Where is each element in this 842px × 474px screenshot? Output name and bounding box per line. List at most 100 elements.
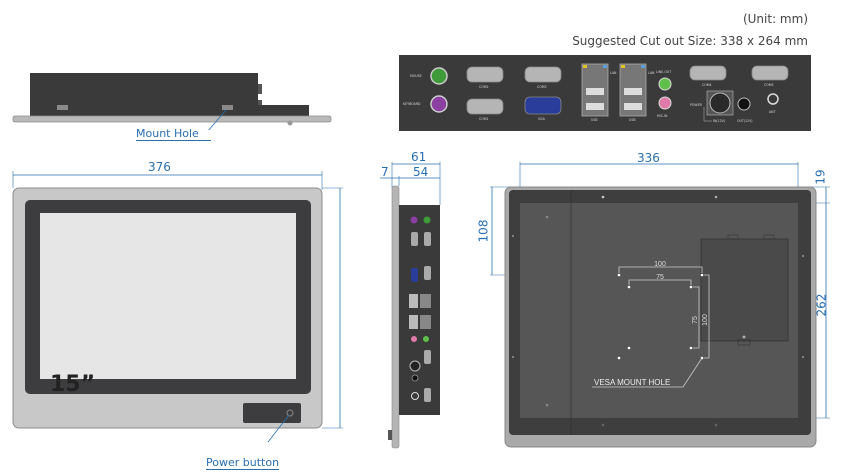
side-usb-port (409, 294, 418, 308)
com5-label: COM5 (764, 83, 774, 87)
mic-in-port (658, 96, 672, 110)
usb2-port-b (624, 103, 642, 110)
side-knob (388, 430, 392, 440)
usb1-port-a (586, 88, 604, 95)
rear-screw (545, 215, 549, 219)
rear-screw (511, 355, 515, 359)
rear-io-box-tab (763, 234, 775, 240)
mount-hole-callout: Mount Hole (136, 127, 211, 141)
side-com-port (424, 232, 431, 246)
com1-port (466, 98, 504, 115)
side-vga-port (411, 268, 418, 282)
unit-note: (Unit: mm) (742, 12, 808, 26)
mount-hole (57, 105, 68, 110)
power-in-label: IN(12V) (713, 119, 725, 123)
vesa-outer-h-label: 100 (654, 261, 666, 268)
cutout-size-note: Suggested Cut out Size: 338 x 264 mm (572, 34, 808, 48)
power-button-callout: Power button (206, 456, 280, 470)
line-out-port (658, 77, 672, 91)
vesa-hole (689, 285, 693, 289)
lan1-label: LAN (610, 71, 617, 75)
mount-hole (222, 105, 233, 110)
side-bezel-dim-label: 7 (381, 165, 389, 179)
top-view (12, 70, 332, 130)
side-body-dim-label: 54 (413, 165, 429, 179)
mic-in-label: MIC-IN (657, 114, 668, 118)
antenna-icon (767, 93, 779, 105)
rear-screw (511, 234, 515, 238)
vesa-inner-h-dim (628, 279, 692, 285)
keyboard-port (430, 95, 448, 113)
mouse-port-label: MOUSE (410, 74, 422, 78)
vga-port (524, 96, 562, 115)
top-view-drawing (12, 73, 332, 130)
top-view-bezel (12, 115, 332, 123)
vesa-callout-leader (592, 357, 703, 388)
com5-port (751, 65, 789, 81)
side-depth-total-label: 61 (411, 150, 427, 164)
com3-label: COM3 (537, 85, 547, 89)
rear-io-box-tab (737, 339, 751, 346)
side-lan-port (420, 294, 431, 308)
usb2-label: USB (629, 118, 636, 122)
power-label-leader (703, 107, 712, 122)
rear-width-dim-label: 336 (637, 151, 660, 165)
side-usb-port (409, 315, 418, 329)
com1-label: COM1 (479, 117, 489, 121)
display-area (40, 213, 296, 379)
vesa-hole (617, 356, 621, 360)
rear-screw (801, 254, 805, 258)
rear-screw (801, 355, 805, 359)
side-com-port (424, 350, 431, 364)
com4-label: COM4 (702, 83, 712, 87)
power-button-panel (243, 403, 301, 423)
top-view-power-box (257, 105, 309, 116)
rear-screw (601, 423, 605, 427)
vesa-hole (627, 285, 631, 289)
screen-size-label: 15” (50, 372, 96, 397)
rear-screw (714, 195, 718, 199)
mouse-port (430, 67, 448, 85)
power-out-port (737, 97, 751, 111)
side-lan-port (420, 315, 431, 329)
power-button-icon[interactable] (286, 409, 294, 417)
vesa-hole (700, 273, 704, 277)
lan2-label: LAN (648, 71, 655, 75)
vesa-mount-hole-callout: VESA MOUNT HOLE (594, 378, 670, 387)
side-view-drawing (380, 162, 441, 449)
power-out-label: OUT(12V) (737, 119, 753, 123)
line-out-label: LINE-OUT (656, 70, 671, 74)
lan1-led-blue (603, 65, 607, 68)
vesa-inner-v-label: 75 (692, 316, 699, 324)
side-bezel (391, 185, 400, 449)
com3-port (524, 66, 562, 83)
lan2-led-blue (641, 65, 645, 68)
com2-port (466, 66, 504, 83)
usb1-port-b (586, 103, 604, 110)
mount-hole-leader (208, 109, 227, 130)
side-power-out-port (411, 374, 419, 382)
rear-io-box-screw (742, 335, 746, 339)
com4-port (689, 65, 727, 81)
vesa-inner-v-dim (693, 286, 700, 349)
side-lineout-port (423, 336, 429, 342)
front-width-dim-label: 376 (148, 160, 171, 174)
rear-io-box (700, 238, 789, 342)
vesa-hole (689, 346, 693, 350)
side-com-port (424, 266, 431, 280)
vesa-outer-v-label: 100 (702, 314, 709, 326)
rear-view-drawing: 100 75 75 100 VESA MOUNT HOLE (490, 162, 830, 448)
vesa-hole (617, 273, 621, 277)
rear-io-box-tab (727, 234, 739, 240)
side-body (399, 205, 440, 415)
lan1-led-yellow (583, 65, 587, 68)
rear-screw (714, 423, 718, 427)
top-view-connector-tab (258, 84, 262, 94)
vesa-inner-h-label: 75 (656, 274, 664, 281)
front-view-drawing (12, 171, 343, 443)
side-com-port (424, 388, 431, 402)
usb2-port-a (624, 88, 642, 95)
ant-label: ANT (769, 110, 776, 114)
top-view-button (287, 120, 293, 126)
side-antenna-icon (411, 392, 419, 400)
